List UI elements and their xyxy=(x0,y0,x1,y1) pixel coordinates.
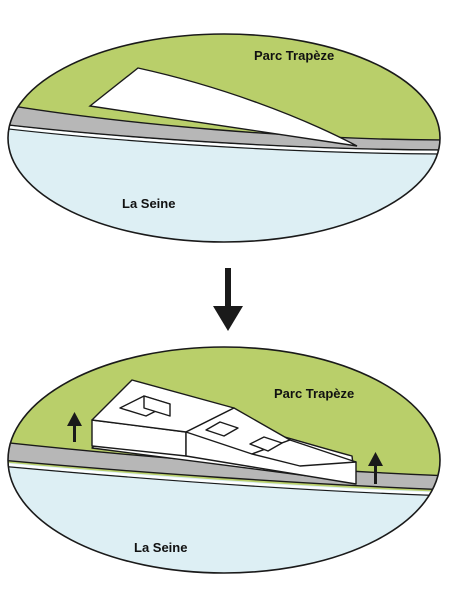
top-panel: Parc Trapèze La Seine xyxy=(7,33,441,243)
arrow-down-icon xyxy=(213,268,243,331)
park-label: Parc Trapèze xyxy=(274,386,354,401)
raised-building xyxy=(91,379,357,485)
top-ellipse-outline xyxy=(7,33,441,243)
sidewalk-line xyxy=(8,465,440,497)
courtyard-3 xyxy=(249,436,283,452)
river-label: La Seine xyxy=(122,196,175,211)
bottom-ellipse-outline xyxy=(7,346,441,574)
sidewalk-line-white xyxy=(8,462,440,496)
bottom-panel: Parc Trapèze La Seine xyxy=(7,346,441,574)
arrow-up-icon xyxy=(67,412,82,442)
building-site xyxy=(88,67,358,147)
sidewalk-line-white xyxy=(8,124,440,154)
courtyard-1-wall xyxy=(143,395,171,417)
river-label: La Seine xyxy=(134,540,187,555)
arrow-up-icon xyxy=(368,452,383,484)
sidewalk-line xyxy=(8,127,440,155)
park-label: Parc Trapèze xyxy=(254,48,334,63)
courtyard-2 xyxy=(205,421,239,437)
